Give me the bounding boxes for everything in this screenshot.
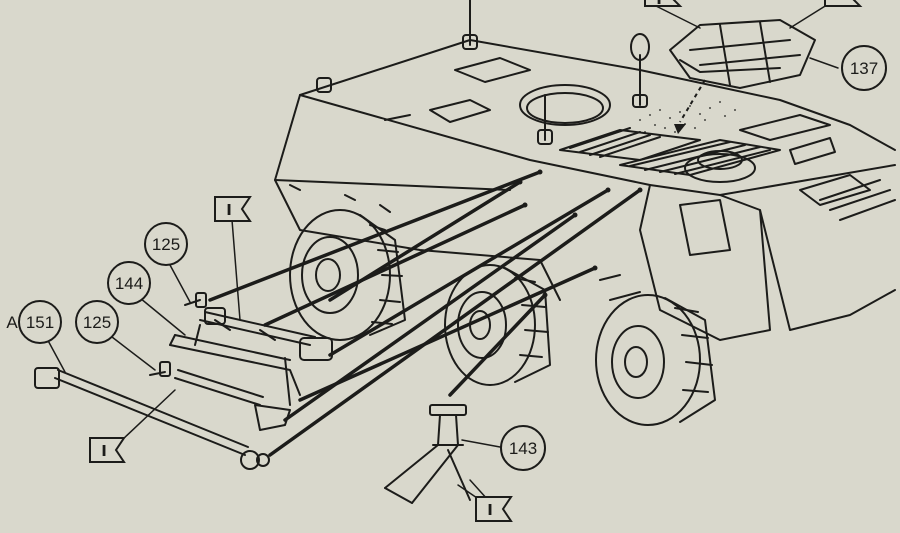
part-151-bar [34,367,270,470]
roof-stipple [639,101,736,133]
stowage-pack [669,19,816,89]
callout-125-top: 125 [144,222,188,266]
pack-placement-arrow [674,79,706,134]
flag-marker-top-center: I [214,196,252,222]
callout-143: 143 [500,425,546,471]
part-144-pioneer-tool [199,307,333,361]
flag-marker-lower-left: I [89,437,126,463]
part-143-jack-stand [384,404,471,504]
vehicle-hull [274,0,896,341]
flag-upper-left-label: I [656,0,662,8]
attachment-points [517,169,643,298]
callout-144-label: 144 [115,274,143,293]
flag-lower-left-label: I [101,442,107,460]
wheel-rear [289,209,406,341]
callout-151: A 151 [6,300,62,344]
callout-prefix-a: A [6,313,18,332]
assembly-arrows [208,170,642,457]
flag-bottom-label: I [487,501,493,519]
wheel-front [595,294,716,426]
flag-top-center-label: I [226,201,232,219]
callout-144: 144 [107,261,151,305]
flag-marker-bottom: I [475,496,513,522]
wheel-middle [444,264,551,386]
flag-marker-top-right: I [644,0,863,8]
part-125-bottom-shovel [149,361,291,431]
callout-125-bottom: 125 [75,300,119,344]
callout-151-label: 151 [26,313,54,332]
callout-137-label: 137 [850,59,878,78]
callout-125-bottom-label: 125 [83,313,111,332]
part-144-frame [169,324,301,406]
part-125-top-handle [184,292,207,308]
callout-137: 137 [841,45,887,91]
callout-143-label: 143 [509,439,537,458]
callout-125-top-label: 125 [152,235,180,254]
